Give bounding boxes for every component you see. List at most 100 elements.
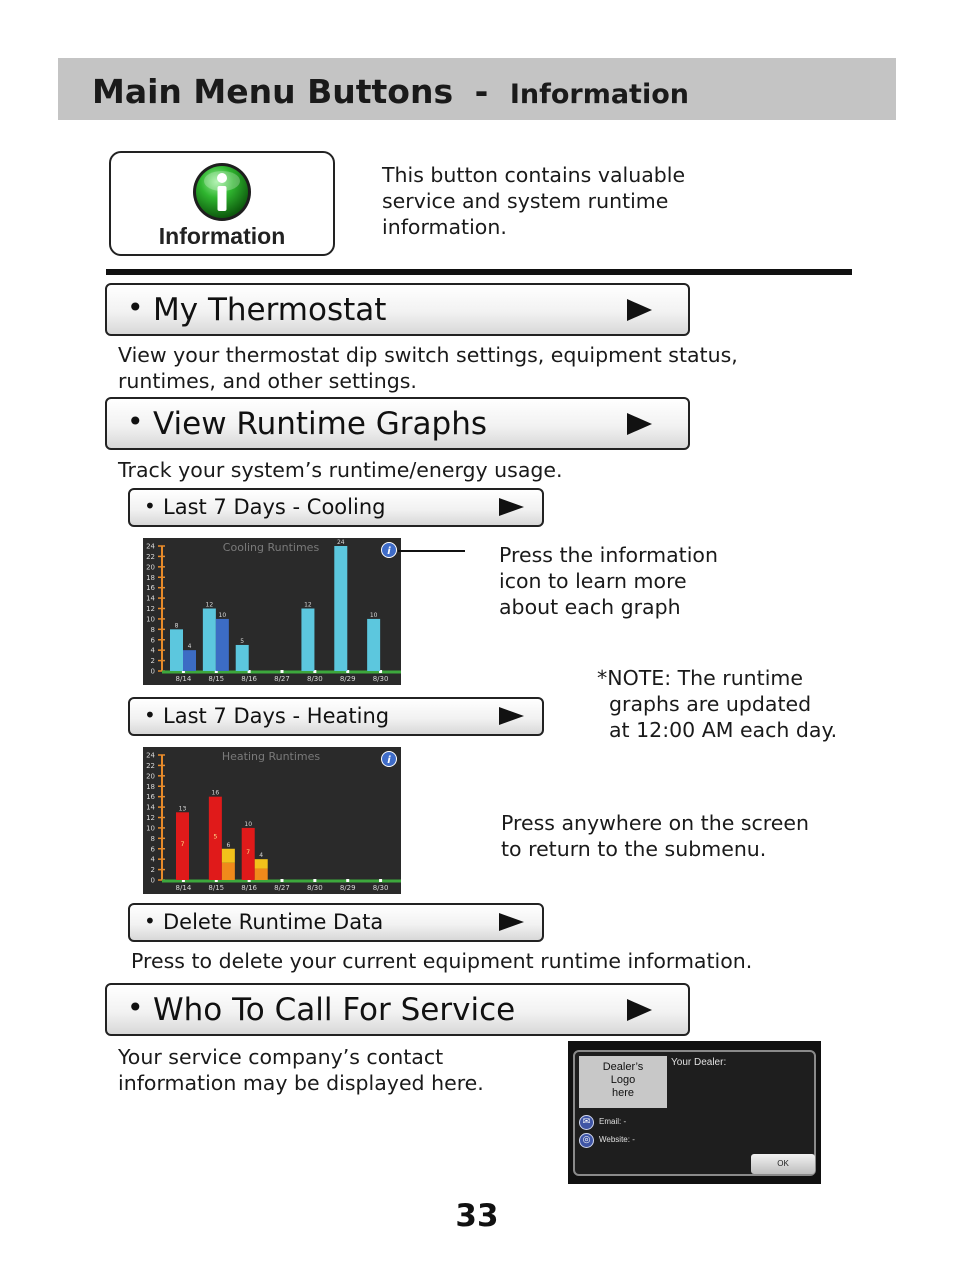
y-tick-label: 4 bbox=[151, 856, 156, 864]
view-runtime-graphs-button[interactable]: • View Runtime Graphs bbox=[105, 397, 690, 450]
heating-bar bbox=[208, 796, 222, 880]
y-tick-label: 16 bbox=[146, 584, 155, 592]
who-to-call-label: Who To Call For Service bbox=[153, 992, 516, 1028]
text-line: *NOTE: The runtime bbox=[597, 666, 803, 690]
x-tick-dot bbox=[247, 879, 251, 882]
dealer-dialog: Dealer’s Logo here Your Dealer: ✉ Email:… bbox=[573, 1050, 816, 1176]
text-line: graphs are updated bbox=[609, 692, 812, 716]
y-tick-label: 22 bbox=[146, 762, 155, 770]
data-label: 10 bbox=[244, 821, 252, 828]
heating-bar-top bbox=[221, 848, 235, 863]
x-tick-dot bbox=[379, 670, 383, 673]
leader-line bbox=[398, 550, 465, 552]
last-7-days-heating-button[interactable]: • Last 7 Days - Heating bbox=[128, 697, 544, 736]
data-label: 16 bbox=[212, 790, 220, 797]
x-tick-label: 8/27 bbox=[274, 675, 290, 683]
x-tick-dot bbox=[379, 879, 383, 882]
data-label: 4 bbox=[259, 852, 263, 859]
section-header: Main Menu Buttons - Information bbox=[58, 58, 896, 120]
who-to-call-description: Your service company’s contact informati… bbox=[118, 1044, 484, 1096]
y-tick-label: 24 bbox=[146, 543, 155, 551]
information-description: This button contains valuable service an… bbox=[382, 162, 685, 240]
inner-label: 7 bbox=[246, 849, 250, 856]
return-note: Press anywhere on the screen to return t… bbox=[501, 810, 809, 862]
delete-label: Delete Runtime Data bbox=[163, 910, 384, 934]
y-tick-label: 18 bbox=[146, 783, 155, 791]
y-tick-label: 20 bbox=[146, 772, 155, 780]
header-subtitle: Information bbox=[509, 79, 689, 110]
dealer-logo-placeholder: Dealer’s Logo here bbox=[579, 1056, 667, 1108]
play-arrow-icon bbox=[627, 999, 652, 1021]
globe-icon: ◎ bbox=[579, 1133, 594, 1148]
text-line: at 12:00 AM each day. bbox=[609, 718, 838, 742]
info-icon-glyph: i bbox=[387, 546, 391, 557]
x-tick-label: 8/15 bbox=[208, 675, 224, 683]
text-line: This button contains valuable bbox=[382, 163, 686, 187]
play-arrow-icon bbox=[627, 299, 652, 321]
text-line: service and system runtime bbox=[382, 189, 669, 213]
my-thermostat-button[interactable]: • My Thermostat bbox=[105, 283, 690, 336]
x-tick-dot bbox=[313, 879, 317, 882]
x-tick-label: 8/29 bbox=[340, 884, 356, 892]
data-label: 4 bbox=[188, 643, 192, 650]
data-label: 24 bbox=[337, 539, 345, 546]
x-tick-dot bbox=[346, 879, 350, 882]
cooling-bar bbox=[202, 608, 216, 671]
information-button[interactable]: Information bbox=[109, 151, 335, 256]
who-to-call-button[interactable]: • Who To Call For Service bbox=[105, 983, 690, 1036]
mail-icon: ✉ bbox=[579, 1115, 594, 1130]
bullet-icon: • bbox=[144, 703, 156, 727]
y-tick-label: 22 bbox=[146, 553, 155, 561]
play-arrow-icon bbox=[499, 913, 524, 931]
x-tick-label: 8/30 bbox=[373, 884, 389, 892]
info-icon bbox=[381, 751, 397, 767]
y-tick-label: 6 bbox=[151, 636, 156, 644]
heating-bar bbox=[176, 812, 189, 880]
cooling-bar bbox=[367, 618, 381, 671]
x-tick-label: 8/30 bbox=[373, 675, 389, 683]
x-tick-label: 8/29 bbox=[340, 675, 356, 683]
x-tick-label: 8/14 bbox=[176, 884, 192, 892]
x-tick-dot bbox=[214, 670, 218, 673]
x-tick-dot bbox=[313, 670, 317, 673]
page-title: Main Menu Buttons - Information bbox=[92, 72, 689, 111]
dealer-email: Email: - bbox=[599, 1117, 627, 1126]
y-tick-label: 2 bbox=[151, 657, 155, 665]
y-tick-label: 6 bbox=[151, 845, 156, 853]
chart-title: Heating Runtimes bbox=[222, 750, 321, 763]
x-tick-label: 8/14 bbox=[176, 675, 192, 683]
cooling-bar-secondary bbox=[215, 618, 229, 671]
data-label: 13 bbox=[179, 805, 187, 812]
cooling-bar bbox=[170, 629, 183, 671]
play-arrow-icon bbox=[627, 413, 652, 435]
text-line: to return to the submenu. bbox=[501, 837, 767, 861]
y-tick-label: 18 bbox=[146, 574, 155, 582]
y-tick-label: 16 bbox=[146, 793, 155, 801]
text-line: Press anywhere on the screen bbox=[501, 811, 809, 835]
view-runtime-graphs-label: View Runtime Graphs bbox=[153, 406, 487, 442]
y-tick-label: 2 bbox=[151, 866, 155, 874]
x-tick-label: 8/27 bbox=[274, 884, 290, 892]
ok-button[interactable]: OK bbox=[751, 1154, 815, 1174]
y-tick-label: 8 bbox=[151, 835, 155, 843]
y-tick-label: 14 bbox=[146, 804, 155, 812]
inner-label: 5 bbox=[213, 833, 217, 840]
my-thermostat-description: View your thermostat dip switch settings… bbox=[118, 342, 738, 394]
header-title-main: Main Menu Buttons bbox=[92, 72, 454, 111]
x-tick-dot bbox=[280, 879, 284, 882]
view-runtime-graphs-description: Track your system’s runtime/energy usage… bbox=[118, 458, 563, 482]
information-button-label: Information bbox=[158, 223, 286, 249]
play-arrow-icon bbox=[499, 498, 524, 516]
your-dealer-label: Your Dealer: bbox=[671, 1057, 727, 1068]
delete-runtime-data-button[interactable]: • Delete Runtime Data bbox=[128, 903, 544, 942]
x-tick-dot bbox=[247, 670, 251, 673]
y-tick-label: 10 bbox=[146, 824, 155, 832]
y-tick-label: 20 bbox=[146, 563, 155, 571]
runtime-update-note: *NOTE: The runtime graphs are updated at… bbox=[597, 665, 837, 743]
page-number: 33 bbox=[455, 1198, 499, 1234]
last-7-days-cooling-button[interactable]: • Last 7 Days - Cooling bbox=[128, 488, 544, 527]
